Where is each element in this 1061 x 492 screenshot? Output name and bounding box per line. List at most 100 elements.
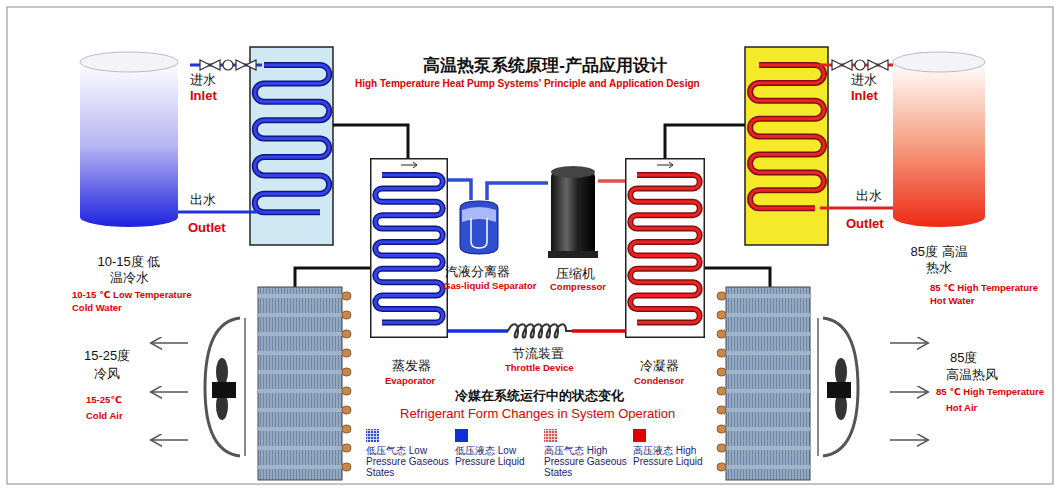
illustration-part	[817, 318, 819, 456]
illustration-part	[471, 218, 487, 248]
throttle-device: 节流装置Throttle Device	[508, 322, 572, 340]
illustration-part	[258, 351, 342, 355]
illustration-part	[855, 60, 865, 70]
air-temp-label: 85度	[950, 350, 977, 366]
air-label: Hot Air	[946, 402, 977, 415]
legend-heading: 冷媒在系统运行中的状态变化	[455, 388, 624, 404]
illustration-part	[705, 268, 770, 287]
illustration-part	[342, 425, 351, 433]
illustration-part	[342, 368, 351, 376]
node-subtitle: 85 ℃ High Temperature Hot Water	[930, 282, 1048, 308]
illustration-part	[401, 162, 417, 168]
water-inlet-label: 进水	[851, 72, 877, 88]
illustration-part	[717, 368, 726, 376]
illustration-part	[205, 318, 240, 456]
illustration-part	[250, 47, 333, 245]
node-subtitle: Evaporator	[385, 375, 435, 388]
node-title: 汽液分离器	[445, 264, 510, 280]
illustration-part	[878, 60, 888, 70]
illustration-part	[726, 351, 810, 355]
illustration-part	[258, 332, 342, 336]
air-label: 高温热风	[946, 367, 998, 383]
illustration-part	[890, 439, 927, 440]
legend-text: 低压气态 Low Pressure Gaseous States	[366, 445, 453, 478]
legend-swatch	[544, 429, 557, 442]
illustration-part	[657, 162, 673, 168]
illustration-part	[893, 52, 985, 72]
illustration-part	[244, 318, 246, 456]
illustration-part	[152, 439, 188, 440]
illustration-part	[717, 463, 726, 471]
illustration-part	[460, 201, 498, 254]
illustration-part	[258, 446, 342, 450]
air-temp-label: 15-25℃	[86, 394, 122, 407]
illustration-part	[726, 465, 810, 469]
illustration-part	[750, 65, 824, 208]
illustration-part	[7, 7, 1053, 484]
illustration-part	[255, 65, 329, 212]
node-title: 节流装置	[512, 346, 564, 362]
refrigerant-pipe	[598, 179, 625, 183]
evaporator: 蒸发器Evaporator	[370, 158, 448, 338]
diagram-title: 高温热泵系统原理-产品应用设计	[300, 56, 790, 76]
node-subtitle: Compressor	[550, 281, 606, 294]
illustration-part	[726, 446, 810, 450]
legend-heading: Refrigerant Form Changes in System Opera…	[400, 406, 675, 422]
illustration-part	[342, 444, 351, 452]
legend-text: 高压液态 High Pressure Liquid	[633, 445, 720, 467]
water-outlet-label: Outlet	[846, 216, 884, 232]
tank-shape	[893, 52, 985, 227]
illustration-part	[375, 175, 442, 322]
illustration-part	[717, 311, 726, 319]
illustration-part	[258, 370, 342, 374]
node-title: 85度 高温热水	[906, 244, 972, 275]
illustration-part	[717, 425, 726, 433]
legend-swatch	[455, 429, 468, 442]
illustration-part	[342, 330, 351, 338]
illustration-part	[630, 175, 699, 322]
cold-water-tank: 10-15度 低温冷水10-15 ℃ Low Temperature Cold …	[80, 52, 178, 227]
water-outlet-label: 出水	[856, 188, 882, 204]
illustration-part	[258, 465, 342, 469]
illustration-part	[726, 287, 810, 480]
illustration-part	[820, 207, 893, 210]
legend-text: 高压气态 High Pressure Gaseous States	[544, 445, 631, 478]
illustration-part	[726, 313, 810, 317]
water-inlet-label: Inlet	[190, 88, 217, 104]
illustration-part	[295, 268, 370, 287]
node-title: 冷凝器	[640, 358, 679, 374]
illustration-part	[551, 171, 595, 256]
illustration-part	[842, 60, 852, 70]
illustration-part	[223, 60, 233, 70]
illustration-part	[80, 52, 178, 72]
illustration-part	[342, 387, 351, 395]
illustration-part	[717, 349, 726, 357]
illustration-part	[717, 444, 726, 452]
illustration-part	[200, 60, 210, 70]
illustration-part	[750, 65, 824, 208]
illustration-part	[726, 389, 810, 393]
illustration-part	[726, 294, 810, 298]
coil-box	[625, 158, 705, 338]
illustration-part	[726, 427, 810, 431]
water-outlet-label: Outlet	[188, 220, 226, 236]
gas-liquid-separator: 汽液分离器Gas-liquid Separator	[458, 200, 500, 255]
illustration-part	[630, 175, 699, 322]
illustration-part	[717, 406, 726, 414]
air-label: 冷风	[94, 366, 120, 382]
illustration-part	[726, 332, 810, 336]
illustration-part	[827, 382, 851, 398]
legend-text: 低压液态 Low Pressure Liquid	[455, 445, 542, 467]
air-label: Cold Air	[86, 410, 123, 423]
subtitle: High Temperature Heat Pump Systems' Prin…	[355, 78, 700, 90]
refrigerant-pipe	[448, 180, 471, 200]
water-inlet-label: 进水	[190, 72, 216, 88]
hot-water-tank: 85度 高温热水85 ℃ High Temperature Hot Water	[893, 52, 985, 227]
legend-swatch	[633, 429, 646, 442]
illustration-part	[726, 370, 810, 374]
illustration-part	[258, 389, 342, 393]
illustration-part	[236, 60, 246, 70]
node-title: 10-15度 低温冷水	[96, 254, 162, 285]
separator-shape	[458, 200, 500, 255]
